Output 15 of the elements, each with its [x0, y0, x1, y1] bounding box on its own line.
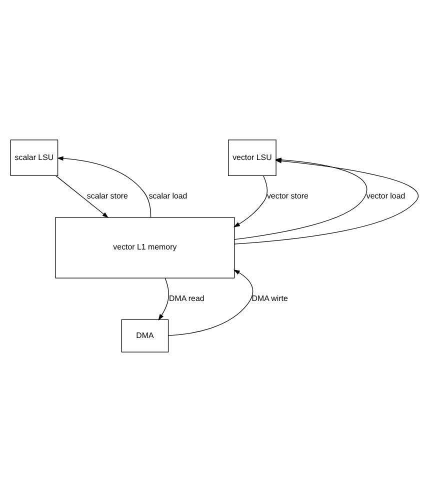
- node-box: DMA: [121, 319, 169, 352]
- edge-label: vector load: [366, 191, 406, 200]
- edge-label: DMA wirte: [252, 294, 288, 303]
- node-box: vector LSU: [228, 140, 276, 176]
- arrow: [234, 176, 268, 228]
- arrow: [158, 278, 169, 320]
- node-box: scalar LSU: [10, 140, 58, 176]
- arrow: [168, 270, 254, 336]
- node-box: vector L1 memory: [55, 217, 235, 278]
- arrow: [57, 156, 152, 218]
- edge-label: scalar load: [148, 191, 188, 200]
- edge-label: scalar store: [86, 191, 128, 200]
- edge-label: vector store: [266, 191, 308, 200]
- edge-label: DMA read: [169, 294, 204, 303]
- arrow: [56, 175, 109, 218]
